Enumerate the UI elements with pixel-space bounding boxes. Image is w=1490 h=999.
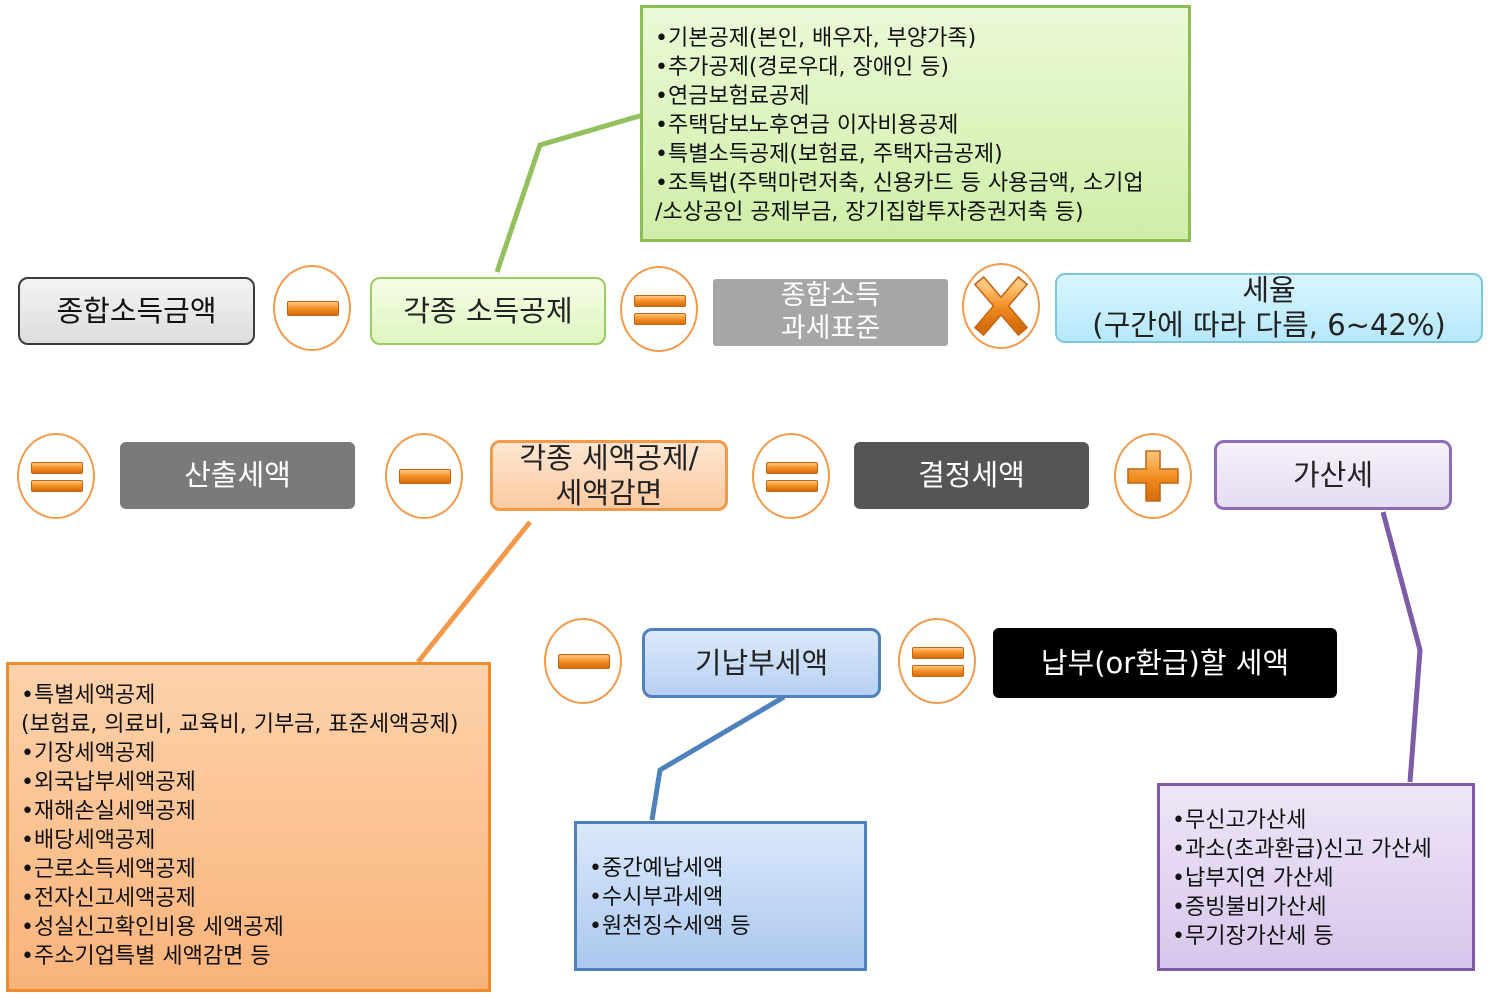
calculated-tax-label: 산출세액 <box>184 458 291 493</box>
tax-base-box: 종합소득 과세표준 <box>713 279 948 346</box>
note-line: •주택담보노후연금 이자비용공제 <box>655 113 959 138</box>
credits-note: •특별세액공제 (보험료, 의료비, 교육비, 기부금, 표준세액공제) •기장… <box>6 662 491 992</box>
deductions-note: •기본공제(본인, 배우자, 부양가족) •추가공제(경로우대, 장애인 등) … <box>640 5 1191 242</box>
income-deductions-label: 각종 소득공제 <box>403 293 573 328</box>
minus-operator-1 <box>273 265 351 351</box>
multiply-icon <box>973 275 1029 337</box>
note-line: •조특법(주택마련저축, 신용카드 등 사용금액, 소기업 <box>655 171 1144 196</box>
equals-operator-4 <box>898 618 976 704</box>
note-line: •중간예납세액 <box>589 856 724 881</box>
payable-tax-label: 납부(or환급)할 세액 <box>1040 645 1290 680</box>
connector-credits <box>416 520 532 664</box>
prepaid-tax-label: 기납부세액 <box>694 645 829 680</box>
payable-tax-box: 납부(or환급)할 세액 <box>993 628 1337 698</box>
minus-operator-3 <box>544 618 622 704</box>
equals-operator-1 <box>620 266 698 352</box>
tax-credits-label: 각종 세액공제/ 세액감면 <box>519 440 699 510</box>
note-line: •기장세액공제 <box>21 741 156 766</box>
note-line: •재해손실세액공제 <box>21 799 196 824</box>
note-line: •과소(초과환급)신고 가산세 <box>1172 837 1432 862</box>
note-line: •성실신고확인비용 세액공제 <box>21 915 284 940</box>
multiply-operator <box>962 263 1040 349</box>
note-line: •무신고가산세 <box>1172 808 1307 833</box>
tax-credits-box: 각종 세액공제/ 세액감면 <box>490 440 728 511</box>
penalty-tax-label: 가산세 <box>1292 457 1374 492</box>
note-line: /소상공인 공제부금, 장기집합투자증권저축 등) <box>655 200 1084 225</box>
equals-operator-2 <box>17 433 95 519</box>
note-line: •무기장가산세 등 <box>1172 924 1334 949</box>
penalty-tax-box: 가산세 <box>1214 440 1452 510</box>
note-line: •외국납부세액공제 <box>21 770 196 795</box>
note-line: •기본공제(본인, 배우자, 부양가족) <box>655 26 977 51</box>
prepaid-note: •중간예납세액 •수시부과세액 •원천징수세액 등 <box>574 821 867 971</box>
note-line: •주소기업특별 세액감면 등 <box>21 944 271 969</box>
connector-deductions <box>494 112 644 273</box>
determined-tax-box: 결정세액 <box>854 442 1089 509</box>
connector-penalty <box>1380 511 1423 783</box>
note-line: •배당세액공제 <box>21 828 156 853</box>
note-line: •근로소득세액공제 <box>21 857 196 882</box>
tax-rate-box: 세율 (구간에 따라 다름, 6~42%) <box>1055 273 1483 343</box>
note-line: •전자신고세액공제 <box>21 886 196 911</box>
note-line: •특별세액공제 <box>21 683 156 708</box>
note-line: (보험료, 의료비, 교육비, 기부금, 표준세액공제) <box>21 712 459 737</box>
note-line: •특별소득공제(보험료, 주택자금공제) <box>655 142 1003 167</box>
note-line: •수시부과세액 <box>589 885 724 910</box>
gross-income-box: 종합소득금액 <box>18 277 255 345</box>
tax-base-label: 종합소득 과세표준 <box>780 280 881 344</box>
minus-operator-2 <box>385 433 463 519</box>
note-line: •연금보험료공제 <box>655 84 810 109</box>
note-line: •추가공제(경로우대, 장애인 등) <box>655 55 950 80</box>
gross-income-label: 종합소득금액 <box>56 293 217 328</box>
connector-prepaid <box>649 694 786 821</box>
determined-tax-label: 결정세액 <box>918 458 1025 493</box>
plus-icon <box>1127 450 1179 502</box>
note-line: •납부지연 가산세 <box>1172 866 1334 891</box>
tax-rate-label: 세율 (구간에 따라 다름, 6~42%) <box>1092 273 1446 342</box>
note-line: •원천징수세액 등 <box>589 914 751 939</box>
note-line: •증빙불비가산세 <box>1172 895 1327 920</box>
penalty-note: •무신고가산세 •과소(초과환급)신고 가산세 •납부지연 가산세 •증빙불비가… <box>1157 783 1475 971</box>
prepaid-tax-box: 기납부세액 <box>642 628 881 698</box>
equals-operator-3 <box>752 433 830 519</box>
plus-operator <box>1114 433 1192 519</box>
calculated-tax-box: 산출세액 <box>120 442 355 509</box>
income-deductions-box: 각종 소득공제 <box>370 277 606 345</box>
